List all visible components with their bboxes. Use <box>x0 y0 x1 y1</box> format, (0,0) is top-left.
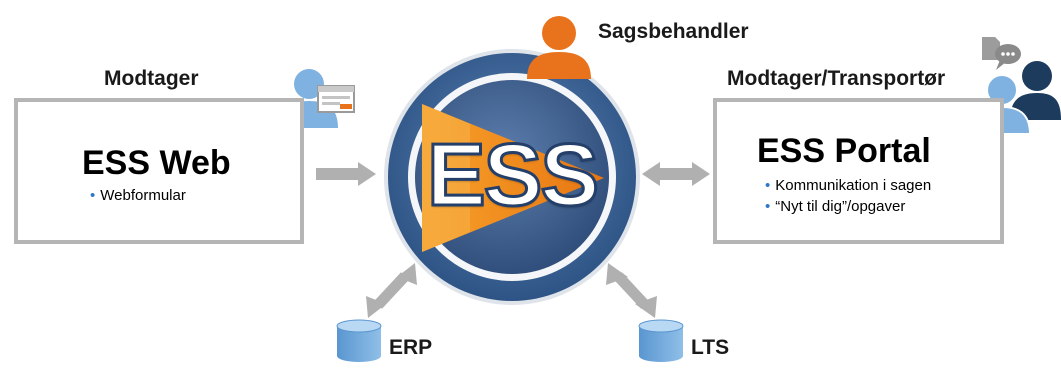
chat-bubble-icon <box>995 44 1021 70</box>
arrow-erp-ess-bidirectional <box>366 263 417 318</box>
ess-portal-box: ESS Portal •Kommunikation i sagen •“Nyt … <box>713 98 1004 244</box>
caseworker-label: Sagsbehandler <box>598 20 749 43</box>
arrow-web-to-ess <box>316 162 376 186</box>
webform-icon <box>317 85 355 113</box>
lts-label: LTS <box>691 336 730 359</box>
arrow-lts-ess-bidirectional <box>606 263 657 318</box>
ess-portal-title: ESS Portal <box>757 132 931 170</box>
ess-portal-bullet-1-text: Kommunikation i sagen <box>775 177 932 194</box>
bullet-dot: • <box>90 187 96 204</box>
caseworker-person-icon <box>527 16 591 79</box>
ess-portal-bullet-2: •“Nyt til dig”/opgaver <box>765 198 905 215</box>
ess-portal-bullet-1: •Kommunikation i sagen <box>765 177 931 194</box>
ess-web-bullet-text: Webformular <box>100 187 186 204</box>
arrow-portal-ess-bidirectional <box>642 162 710 186</box>
portal-role-label: Modtager/Transportør <box>727 67 946 90</box>
ess-logo-text: ESS <box>425 124 600 226</box>
ess-logo <box>384 49 640 305</box>
erp-database-icon <box>336 319 382 362</box>
erp-label: ERP <box>389 336 433 359</box>
ess-web-title: ESS Web <box>82 144 231 182</box>
lts-database-icon <box>638 319 684 362</box>
ess-web-box: ESS Web •Webformular <box>14 98 304 244</box>
ess-web-bullet: •Webformular <box>90 187 186 204</box>
ess-portal-bullet-2-text: “Nyt til dig”/opgaver <box>775 198 906 215</box>
recipient-label: Modtager <box>104 67 199 90</box>
bullet-dot: • <box>765 177 771 194</box>
bullet-dot: • <box>765 198 771 215</box>
